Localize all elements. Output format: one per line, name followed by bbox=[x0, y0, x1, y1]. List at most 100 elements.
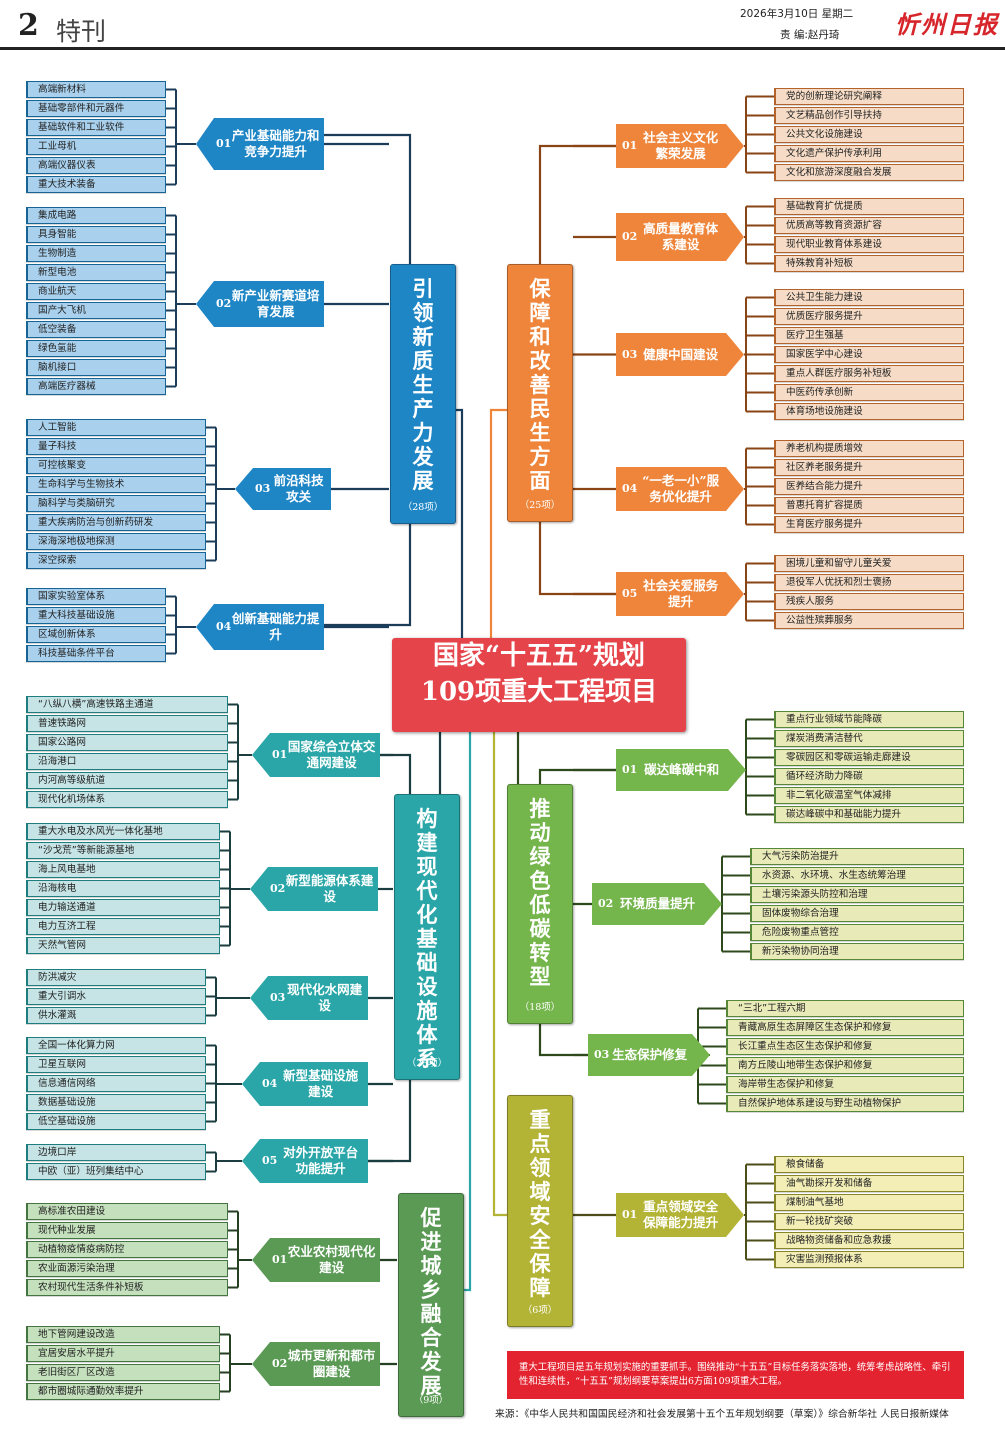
leaf-item[interactable]: 公共文化设施建设 bbox=[774, 126, 964, 143]
leaf-item[interactable]: 工业母机 bbox=[26, 138, 166, 155]
leaf-item[interactable]: 供水灌溉 bbox=[26, 1007, 206, 1024]
leaf-item[interactable]: 深空探索 bbox=[26, 552, 206, 569]
category-box-infrastructure[interactable]: 构建现代化基础设施体系（23项） bbox=[394, 794, 460, 1080]
leaf-item[interactable]: 灾害监测预报体系 bbox=[774, 1251, 964, 1268]
leaf-item[interactable]: 粮食储备 bbox=[774, 1156, 964, 1173]
category-box-urban-rural[interactable]: 促进城乡融合发展（9项） bbox=[398, 1193, 464, 1417]
leaf-item[interactable]: 新型电池 bbox=[26, 264, 166, 281]
leaf-item[interactable]: 电力互济工程 bbox=[26, 918, 220, 935]
leaf-item[interactable]: 自然保护地体系建设与野生动植物保护 bbox=[726, 1095, 964, 1112]
leaf-item[interactable]: 可控核聚变 bbox=[26, 457, 206, 474]
leaf-item[interactable]: 高端仪器仪表 bbox=[26, 157, 166, 174]
leaf-item[interactable]: 危险废物重点管控 bbox=[750, 924, 964, 941]
leaf-item[interactable]: 基础零部件和元器件 bbox=[26, 100, 166, 117]
leaf-item[interactable]: 老旧街区厂区改造 bbox=[26, 1364, 220, 1381]
leaf-item[interactable]: 国家实验室体系 bbox=[26, 588, 166, 605]
leaf-item[interactable]: 深海深地极地探测 bbox=[26, 533, 206, 550]
category-box-new-productivity[interactable]: 引领新质生产力发展（28项） bbox=[390, 264, 456, 524]
leaf-item[interactable]: 动植物疫情疫病防控 bbox=[26, 1241, 228, 1258]
leaf-item[interactable]: 重大引调水 bbox=[26, 988, 206, 1005]
leaf-item[interactable]: 公益性殡葬服务 bbox=[774, 612, 964, 629]
leaf-item[interactable]: 长江重点生态区生态保护和修复 bbox=[726, 1038, 964, 1055]
leaf-item[interactable]: 地下管网建设改造 bbox=[26, 1326, 220, 1343]
leaf-item[interactable]: 脑科学与类脑研究 bbox=[26, 495, 206, 512]
leaf-item[interactable]: 低空基础设施 bbox=[26, 1113, 206, 1130]
leaf-item[interactable]: 社区养老服务提升 bbox=[774, 459, 964, 476]
leaf-item[interactable]: 沿海港口 bbox=[26, 753, 228, 770]
leaf-item[interactable]: 都市圈城际通勤效率提升 bbox=[26, 1383, 220, 1400]
leaf-item[interactable]: 全国一体化算力网 bbox=[26, 1037, 206, 1054]
leaf-item[interactable]: “沙戈荒”等新能源基地 bbox=[26, 842, 220, 859]
leaf-item[interactable]: 煤炭消费清洁替代 bbox=[774, 730, 964, 747]
leaf-item[interactable]: 信息通信网络 bbox=[26, 1075, 206, 1092]
leaf-item[interactable]: 农业面源污染治理 bbox=[26, 1260, 228, 1277]
leaf-item[interactable]: 具身智能 bbox=[26, 226, 166, 243]
leaf-item[interactable]: 文艺精品创作引导扶持 bbox=[774, 107, 964, 124]
leaf-item[interactable]: 退役军人优抚和烈士褒扬 bbox=[774, 574, 964, 591]
leaf-item[interactable]: 固体废物综合治理 bbox=[750, 905, 964, 922]
leaf-item[interactable]: 商业航天 bbox=[26, 283, 166, 300]
leaf-item[interactable]: 国家医学中心建设 bbox=[774, 346, 964, 363]
leaf-item[interactable]: 基础教育扩优提质 bbox=[774, 198, 964, 215]
leaf-item[interactable]: 重大疾病防治与创新药研发 bbox=[26, 514, 206, 531]
leaf-item[interactable]: 战略物资储备和应急救援 bbox=[774, 1232, 964, 1249]
leaf-item[interactable]: 内河高等级航道 bbox=[26, 772, 228, 789]
leaf-item[interactable]: 土壤污染源头防控和治理 bbox=[750, 886, 964, 903]
leaf-item[interactable]: 优质高等教育资源扩容 bbox=[774, 217, 964, 234]
leaf-item[interactable]: 困境儿童和留守儿童关爱 bbox=[774, 555, 964, 572]
leaf-item[interactable]: 煤制油气基地 bbox=[774, 1194, 964, 1211]
leaf-item[interactable]: 中医药传承创新 bbox=[774, 384, 964, 401]
leaf-item[interactable]: 重大科技基础设施 bbox=[26, 607, 166, 624]
leaf-item[interactable]: 优质医疗服务提升 bbox=[774, 308, 964, 325]
leaf-item[interactable]: 绿色氢能 bbox=[26, 340, 166, 357]
leaf-item[interactable]: 现代种业发展 bbox=[26, 1222, 228, 1239]
leaf-item[interactable]: 医疗卫生强基 bbox=[774, 327, 964, 344]
leaf-item[interactable]: 现代职业教育体系建设 bbox=[774, 236, 964, 253]
leaf-item[interactable]: 数据基础设施 bbox=[26, 1094, 206, 1111]
leaf-item[interactable]: 医养结合能力提升 bbox=[774, 478, 964, 495]
leaf-item[interactable]: 公共卫生能力建设 bbox=[774, 289, 964, 306]
leaf-item[interactable]: 海上风电基地 bbox=[26, 861, 220, 878]
leaf-item[interactable]: 国家公路网 bbox=[26, 734, 228, 751]
leaf-item[interactable]: 南方丘陵山地带生态保护和修复 bbox=[726, 1057, 964, 1074]
leaf-item[interactable]: 普惠托育扩容提质 bbox=[774, 497, 964, 514]
leaf-item[interactable]: 科技基础条件平台 bbox=[26, 645, 166, 662]
leaf-item[interactable]: 体育场地设施建设 bbox=[774, 403, 964, 420]
leaf-item[interactable]: “八纵八横”高速铁路主通道 bbox=[26, 696, 228, 713]
leaf-item[interactable]: 高端医疗器械 bbox=[26, 378, 166, 395]
leaf-item[interactable]: 新污染物协同治理 bbox=[750, 943, 964, 960]
leaf-item[interactable]: 边境口岸 bbox=[26, 1144, 206, 1161]
leaf-item[interactable]: 重大技术装备 bbox=[26, 176, 166, 193]
leaf-item[interactable]: 党的创新理论研究阐释 bbox=[774, 88, 964, 105]
leaf-item[interactable]: 农村现代生活条件补短板 bbox=[26, 1279, 228, 1296]
leaf-item[interactable]: 水资源、水环境、水生态统筹治理 bbox=[750, 867, 964, 884]
leaf-item[interactable]: 量子科技 bbox=[26, 438, 206, 455]
leaf-item[interactable]: 生育医疗服务提升 bbox=[774, 516, 964, 533]
leaf-item[interactable]: 普速铁路网 bbox=[26, 715, 228, 732]
leaf-item[interactable]: 电力输送通道 bbox=[26, 899, 220, 916]
category-box-green[interactable]: 推动绿色低碳转型（18项） bbox=[507, 784, 573, 1024]
leaf-item[interactable]: 宜居安居水平提升 bbox=[26, 1345, 220, 1362]
leaf-item[interactable]: 人工智能 bbox=[26, 419, 206, 436]
leaf-item[interactable]: 循环经济助力降碳 bbox=[774, 768, 964, 785]
leaf-item[interactable]: 区域创新体系 bbox=[26, 626, 166, 643]
category-box-livelihood[interactable]: 保障和改善民生方面（25项） bbox=[507, 264, 573, 522]
leaf-item[interactable]: 沿海核电 bbox=[26, 880, 220, 897]
